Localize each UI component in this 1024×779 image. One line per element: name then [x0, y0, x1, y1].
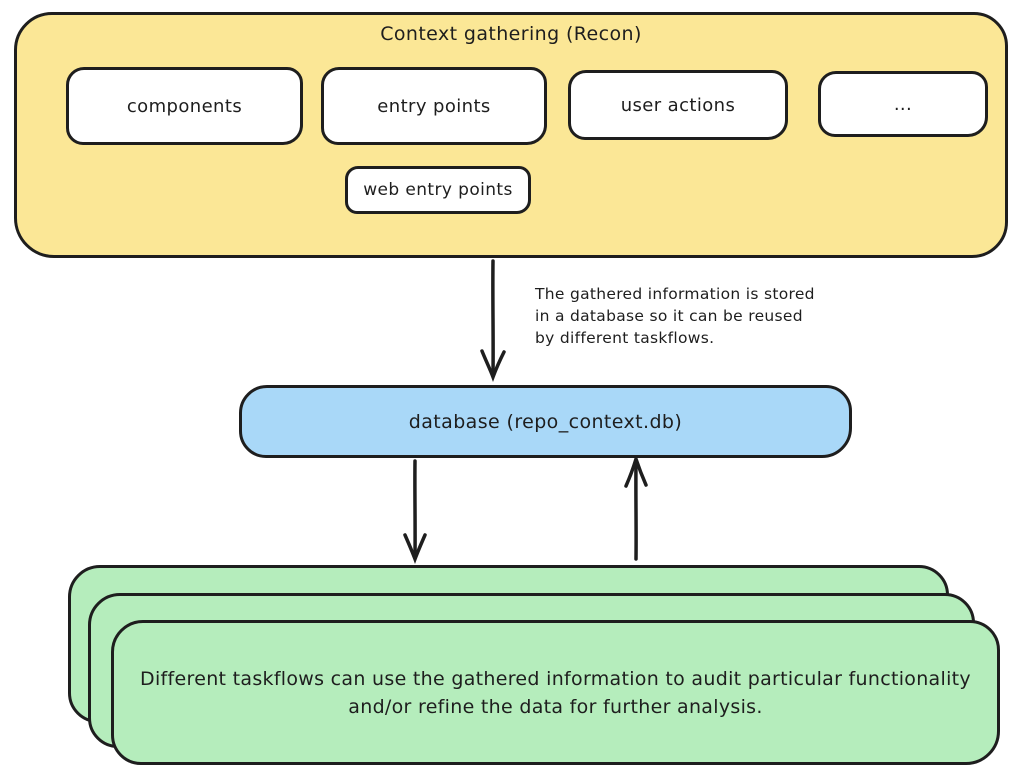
annotation-line-2: in a database so it can be reused — [535, 307, 803, 325]
recon-container: Context gathering (Recon) components ent… — [14, 12, 1008, 258]
node-ellipsis: ... — [818, 71, 988, 137]
arrow-database-to-taskflows-icon — [399, 459, 431, 565]
node-database-label: database (repo_context.db) — [408, 410, 683, 433]
database-annotation: The gathered information is stored in a … — [535, 283, 815, 349]
node-web-entry-points-label: web entry points — [363, 180, 513, 200]
node-components-label: components — [126, 95, 243, 117]
node-database: database (repo_context.db) — [239, 385, 852, 458]
node-entry-points-label: entry points — [377, 95, 491, 117]
node-user-actions-label: user actions — [620, 94, 736, 116]
node-ellipsis-label: ... — [893, 93, 913, 115]
annotation-line-3: by different taskflows. — [535, 329, 715, 347]
taskflow-card-front: Different taskflows can use the gathered… — [111, 620, 1000, 765]
recon-title: Context gathering (Recon) — [380, 23, 642, 45]
annotation-line-1: The gathered information is stored — [535, 285, 815, 303]
node-user-actions: user actions — [568, 70, 788, 140]
arrow-taskflows-to-database-icon — [620, 455, 652, 561]
taskflow-text-line-2: and/or refine the data for further analy… — [348, 695, 763, 718]
taskflow-text-line-1: Different taskflows can use the gathered… — [140, 667, 971, 690]
node-components: components — [66, 67, 303, 145]
node-entry-points: entry points — [321, 67, 547, 145]
node-web-entry-points: web entry points — [345, 166, 531, 214]
arrow-recon-to-database-icon — [477, 259, 509, 383]
